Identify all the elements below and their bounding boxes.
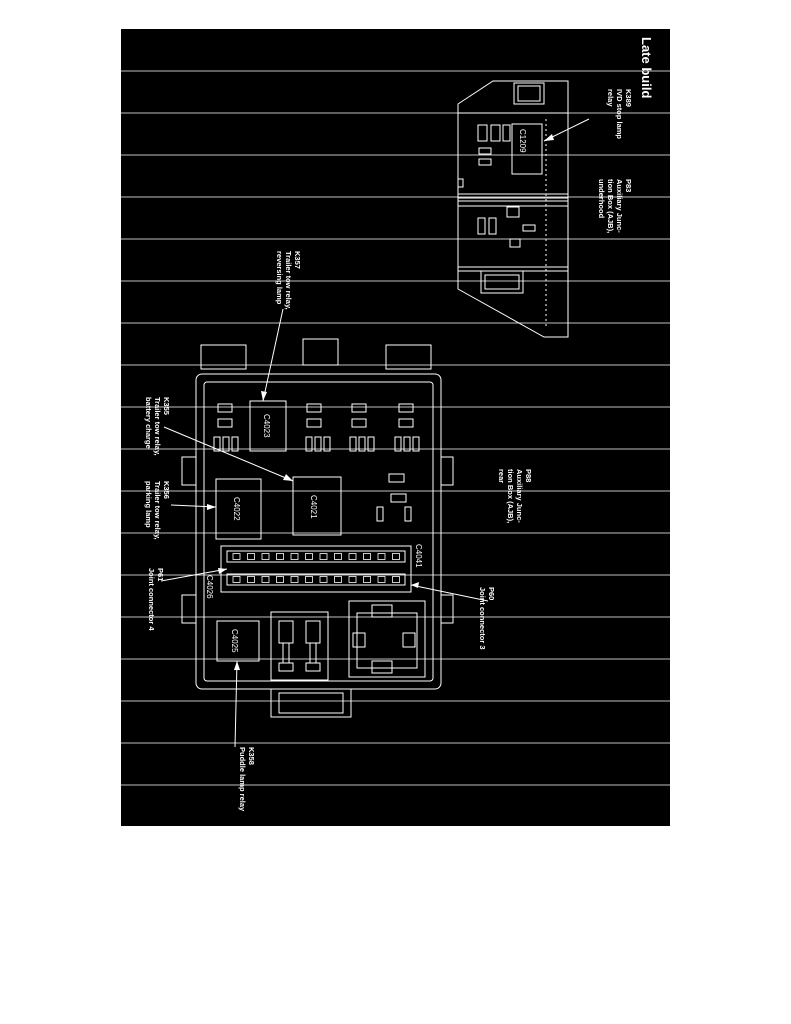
wiring-diagram-panel: Late build C1209 K389 IVD stop lamp rela… <box>121 29 670 826</box>
p61-ref: P61 <box>156 568 165 581</box>
connector-c4023: C4023 <box>262 414 271 438</box>
connector-pins-lower <box>232 576 400 583</box>
connector-pin <box>392 553 400 560</box>
k358-label: K358 Puddle lamp relay <box>238 747 262 812</box>
ajb-rear-unit <box>181 338 454 718</box>
connector-c4021: C4021 <box>309 495 318 519</box>
connector-pin <box>348 553 357 560</box>
k355-ref: K355 <box>162 397 171 415</box>
connector-pin <box>276 576 284 583</box>
connector-c4022: C4022 <box>232 497 241 521</box>
fuse-box-diagram: Late build C1209 K389 IVD stop lamp rela… <box>121 37 670 812</box>
p83-desc-1: Auxiliary Junc- <box>615 179 624 233</box>
p61-label: P61 Joint connector 4 <box>147 568 171 631</box>
k357-desc-2: reversing lamp <box>275 251 284 305</box>
connector-pin <box>261 553 270 560</box>
connector-pin <box>334 576 342 583</box>
k355-desc-1: Trailer tow relay, <box>153 397 162 456</box>
p88-ref: P88 <box>524 469 533 482</box>
p88-desc-1: Auxiliary Junc- <box>515 469 524 523</box>
k356-label: K356 Trailer tow relay, parking lamp <box>144 481 177 544</box>
k389-ref: K389 <box>624 89 633 107</box>
connector-pin <box>247 553 255 560</box>
connector-pin <box>290 553 299 560</box>
connector-pin <box>276 553 284 560</box>
connector-pin <box>305 553 313 560</box>
connector-pin <box>334 553 342 560</box>
k389-label: K389 IVD stop lamp relay <box>606 89 639 143</box>
p88-desc-2: tion Box (AJB), <box>506 469 515 523</box>
k389-arrowhead <box>544 134 554 141</box>
connector-pin <box>319 553 328 560</box>
p83-desc-2: tion Box (AJB), <box>606 179 615 233</box>
p88-desc-3: rear <box>497 469 506 483</box>
connector-pin <box>348 576 357 583</box>
connector-pin <box>319 576 328 583</box>
connector-pin <box>305 576 313 583</box>
k389-desc-2: relay <box>606 89 615 107</box>
connector-pin <box>290 576 299 583</box>
k355-label: K355 Trailer tow relay, battery charge <box>144 397 177 460</box>
k357-desc-1: Trailer tow relay, <box>284 251 293 310</box>
connector-c4026: C4026 <box>205 575 214 599</box>
rule-lines <box>121 70 670 786</box>
k356-ref: K356 <box>162 481 171 499</box>
k358-ref: K358 <box>247 747 256 765</box>
connector-c4041: C4041 <box>414 544 423 568</box>
connector-pin <box>363 553 371 560</box>
diagram-title: Late build <box>639 37 654 98</box>
connector-pin <box>261 576 270 583</box>
p83-label: P83 Auxiliary Junc- tion Box (AJB), unde… <box>597 179 639 238</box>
connector-pin <box>232 576 241 583</box>
k355-desc-2: battery charge <box>144 397 153 449</box>
k356-desc-2: parking lamp <box>144 481 153 528</box>
leader-arrowheads <box>207 391 419 670</box>
connector-pin <box>392 576 400 583</box>
k357-label: K357 Trailer tow relay, reversing lamp <box>275 251 308 314</box>
p60-label: P60 Joint connector 3 <box>478 587 502 650</box>
p83-desc-3: underhood <box>597 179 606 219</box>
connector-c1209: C1209 <box>518 129 527 153</box>
connector-pin <box>247 576 255 583</box>
p61-desc: Joint connector 4 <box>147 568 156 631</box>
k356-desc-1: Trailer tow relay, <box>153 481 162 540</box>
k389-desc-1: IVD stop lamp <box>615 89 624 139</box>
k358-desc: Puddle lamp relay <box>238 747 247 812</box>
connector-c4025: C4025 <box>230 629 239 653</box>
k357-ref: K357 <box>293 251 302 269</box>
p88-label: P88 Auxiliary Junc- tion Box (AJB), rear <box>497 469 539 528</box>
ajb-underhood-unit <box>457 80 569 338</box>
connector-pin <box>377 576 386 583</box>
p60-ref: P60 <box>487 587 496 600</box>
p60-desc: Joint connector 3 <box>478 587 487 650</box>
connector-pin <box>363 576 371 583</box>
p83-ref: P83 <box>624 179 633 192</box>
connector-pins-upper <box>232 553 400 560</box>
connector-pin <box>232 553 241 560</box>
connector-pin <box>377 553 386 560</box>
